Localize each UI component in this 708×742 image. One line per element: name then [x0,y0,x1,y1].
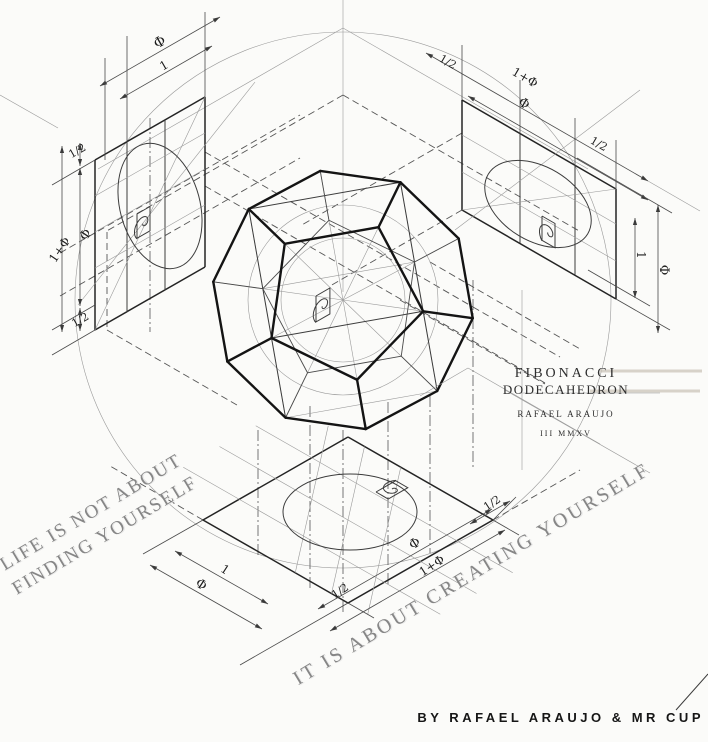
dim-label-16: 1 [218,562,232,578]
dim-label-15: 1/2 [329,581,351,602]
dim-label-7: 1+Φ [510,65,541,91]
dim-label-9: 1/2 [588,134,610,154]
dim-label-12: 1/2 [481,493,503,514]
title-fibonacci: FIBONACCI [514,366,618,381]
dim-label-0: Φ [151,33,169,53]
title-author: RAFAEL ARAUJO [517,409,615,419]
dim-label-4: 1+Φ [46,234,73,265]
dim-label-2: 1/2 [66,141,88,161]
dim-label-11: Φ [656,265,671,276]
dim-label-13: Φ [407,535,424,553]
title-dodecahedron: DODECAHEDRON [502,382,630,397]
dim-label-17: Φ [192,576,209,594]
dim-label-10: 1 [634,251,648,259]
title-year: III MMXV [540,429,592,438]
dim-label-8: Φ [515,95,532,113]
dim-label-6: 1/2 [437,52,459,72]
credit-line: BY RAFAEL ARAUJO & MR CUP [417,710,704,725]
title-block: FIBONACCI DODECAHEDRON RAFAEL ARAUJO III… [503,366,629,438]
dim-label-5: 1/2 [69,310,91,330]
